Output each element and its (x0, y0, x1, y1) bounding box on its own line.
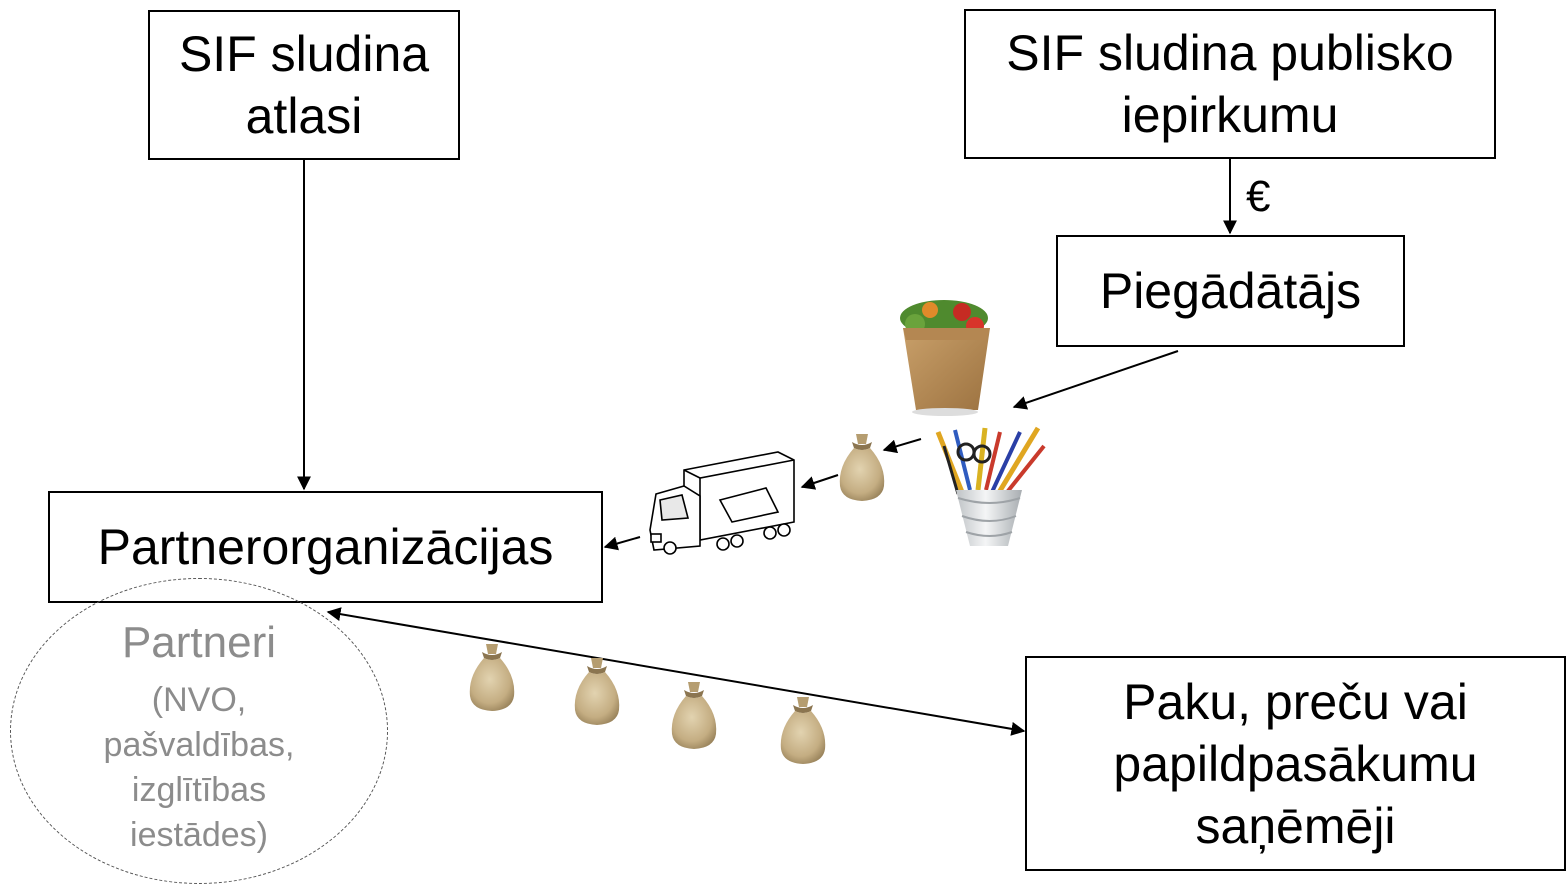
arrow-supplier-to-goods (1012, 350, 1179, 410)
sack-icon (839, 434, 885, 501)
sif-selection-label: SIF sludina atlasi (178, 26, 430, 144)
arrow-goods-to-sack (882, 438, 922, 454)
sif-selection-box: SIF sludina atlasi (148, 10, 460, 160)
arrow-partners-recipients (326, 607, 1026, 736)
sack-icon (780, 697, 826, 764)
stationery-cup-icon (935, 426, 1046, 546)
food-bag-icon (900, 300, 990, 416)
sif-procurement-label: SIF sludina publisko iepirkumu (1006, 25, 1454, 143)
euro-label: € (1246, 172, 1271, 221)
recipients-box: Paku, preču vai papildpasākumu saņēmēji (1025, 656, 1566, 871)
partner-orgs-box: Partnerorganizācijas (48, 491, 603, 603)
delivery-truck-icon (649, 451, 795, 555)
sack-icon (469, 644, 515, 711)
sack-icon (671, 682, 717, 749)
arrow-truck-to-partners (603, 536, 641, 551)
sif-procurement-box: SIF sludina publisko iepirkumu (964, 9, 1496, 159)
arrow-sack-to-truck (800, 474, 839, 490)
partners-subtitle: (NVO, pašvaldības, izglītības iestādes) (103, 681, 295, 854)
recipients-label: Paku, preču vai papildpasākumu saņēmēji (1113, 673, 1478, 854)
supplier-box: Piegādātājs (1056, 235, 1405, 347)
partner-orgs-label: Partnerorganizācijas (97, 519, 554, 575)
partners-title: Partneri (121, 618, 277, 667)
sack-icon (574, 658, 620, 725)
supplier-label: Piegādātājs (1099, 263, 1362, 319)
